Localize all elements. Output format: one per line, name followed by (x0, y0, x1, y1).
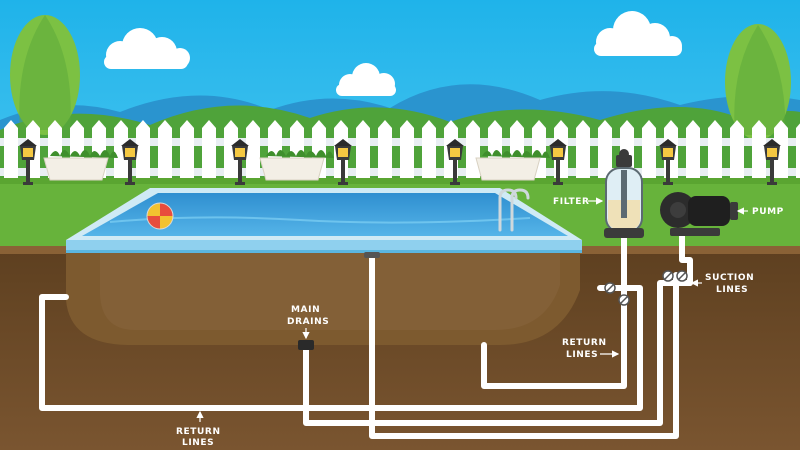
pool-pump (660, 192, 738, 236)
valve-icon (662, 270, 674, 282)
fence-picket (180, 120, 194, 182)
main-drain-grate (298, 340, 314, 350)
return-line-left-pipe (39, 285, 643, 411)
valve-icon (618, 294, 630, 306)
beach-ball (146, 202, 174, 230)
pool-water (82, 193, 568, 236)
cloud-3 (594, 11, 682, 56)
planter-box (259, 150, 334, 181)
garden-lamp (763, 139, 781, 185)
fence-picket (774, 120, 788, 182)
valve-icon (676, 270, 688, 282)
tree-right (725, 24, 791, 140)
garden-lamp (446, 139, 464, 185)
garden-lamps (19, 139, 781, 185)
sand-filter (604, 149, 644, 238)
fence-picket (246, 120, 260, 182)
valves (604, 270, 688, 306)
label-return-lines-right-1: RETURN (562, 338, 607, 348)
skimmer-grate (364, 252, 380, 258)
label-return-lines-left-2: LINES (182, 438, 214, 448)
label-suction-lines-2: LINES (716, 285, 748, 295)
fence-picket (4, 120, 18, 182)
diagram-labels: FILTER PUMP SUCTION LINES MAIN DRAINS RE… (176, 197, 784, 448)
planters (43, 150, 550, 181)
pipes (39, 233, 693, 439)
clouds (104, 11, 682, 96)
fence-picket (466, 120, 480, 182)
main-drain-pipe (303, 280, 693, 426)
label-main-drains-2: DRAINS (287, 317, 329, 327)
fence-picket (356, 120, 370, 182)
tree-left (10, 15, 80, 135)
fence-picket (598, 120, 612, 182)
fence-picket (202, 120, 216, 182)
planter-box (43, 150, 118, 181)
label-return-lines-right-2: LINES (566, 350, 598, 360)
fence-picket (796, 123, 800, 182)
valve-icon (604, 282, 616, 294)
planter-box (475, 150, 550, 181)
pool-ladder (498, 188, 530, 232)
fence-picket (422, 120, 436, 182)
fence-picket (752, 120, 766, 182)
fence-picket (224, 120, 238, 182)
label-pump: PUMP (752, 207, 784, 217)
label-main-drains-1: MAIN (291, 305, 320, 315)
garden-lamp (231, 139, 249, 185)
fence-picket (576, 120, 590, 182)
pool-front-wall-edge (66, 250, 582, 253)
fence-picket (136, 120, 150, 182)
fence-picket (378, 120, 392, 182)
garden-lamp (549, 139, 567, 185)
fence-picket (642, 120, 656, 182)
garden-lamp (19, 139, 37, 185)
pump-suction-pipe (679, 233, 693, 286)
main-drain-pipe-2 (369, 252, 679, 439)
fence-picket (158, 120, 172, 182)
garden-lamp (334, 139, 352, 185)
cloud-1 (104, 28, 190, 69)
garden-lamp (121, 139, 139, 185)
return-line-right-pipe (481, 287, 627, 389)
label-return-lines-left-1: RETURN (176, 427, 221, 437)
garden-lamp (659, 139, 677, 185)
pool-shell-shade (100, 250, 560, 330)
fence-picket (708, 120, 722, 182)
fence-picket (730, 120, 744, 182)
pool-front-wall (66, 240, 582, 252)
label-filter: FILTER (553, 197, 590, 207)
label-suction-lines-1: SUCTION (705, 273, 754, 283)
fence-picket (400, 120, 414, 182)
grass-shade (0, 178, 800, 184)
fence-picket (114, 120, 128, 182)
fence-picket (686, 120, 700, 182)
cloud-2 (336, 63, 396, 96)
